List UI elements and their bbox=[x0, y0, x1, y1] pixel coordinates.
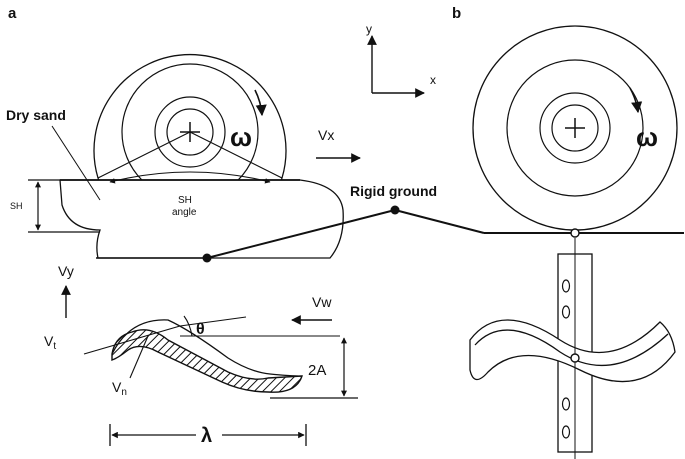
vn-label: Vn bbox=[112, 379, 127, 398]
vy-label: Vy bbox=[58, 263, 74, 279]
leg-b-hole-1 bbox=[561, 279, 571, 293]
wheel-b-hub-outer bbox=[539, 92, 611, 164]
y-axis-label: y bbox=[366, 22, 372, 36]
leg-section bbox=[111, 319, 303, 393]
leg-b-fin bbox=[469, 319, 676, 383]
amplitude-dimension bbox=[270, 337, 358, 399]
wheel-b-rotation-ring bbox=[506, 59, 644, 197]
leg-vectors bbox=[83, 315, 340, 379]
sh-dimension bbox=[28, 179, 60, 231]
link-line-b bbox=[394, 209, 485, 234]
sand-outline bbox=[59, 179, 344, 259]
vt-direction-line bbox=[83, 325, 181, 355]
theta-arc bbox=[183, 315, 193, 337]
wavelength-label: λ bbox=[201, 425, 212, 447]
sh-angle-label-2: angle bbox=[172, 207, 197, 218]
leg-section-upper-curve bbox=[111, 319, 303, 377]
wavelength-dimension bbox=[109, 424, 307, 446]
vx-label: Vx bbox=[318, 127, 334, 143]
wheel-a-hub-inner bbox=[166, 108, 214, 156]
vt-label: Vt bbox=[44, 333, 56, 352]
sh-angle-lines bbox=[97, 131, 283, 184]
wheel-a-hub-outer bbox=[154, 96, 226, 168]
wheel-b-rotation-arrow bbox=[629, 87, 643, 114]
sh-angle-arc bbox=[109, 171, 271, 184]
dry-sand-label: Dry sand bbox=[6, 107, 66, 123]
wheel-b-hub-inner bbox=[551, 104, 599, 152]
rigid-ground-label: Rigid ground bbox=[350, 183, 437, 199]
sh-angle-ray-left bbox=[97, 131, 191, 179]
dry-sand-bed bbox=[28, 179, 344, 259]
sh-angle-label-1: SH bbox=[178, 195, 192, 206]
panel-b-label: b bbox=[452, 5, 461, 22]
wheel-a-outer-rim bbox=[93, 53, 287, 179]
sh-angle-ray-right bbox=[189, 131, 283, 179]
theta-ref-line-short bbox=[179, 316, 247, 327]
coordinate-axes bbox=[367, 35, 425, 98]
sh-label: SH bbox=[10, 201, 23, 211]
leg-b-fin-edge bbox=[474, 329, 669, 367]
vn-line bbox=[129, 335, 149, 379]
leg-b-hole-2 bbox=[561, 305, 571, 319]
link-node-left bbox=[202, 253, 212, 263]
omega-a-label: ω bbox=[230, 122, 252, 152]
wheel-a-rotation-arrow bbox=[254, 89, 267, 117]
leg-b-hole-4 bbox=[561, 425, 571, 439]
x-axis-label: x bbox=[430, 73, 436, 87]
link-lines bbox=[96, 209, 684, 259]
dry-sand-leader bbox=[51, 125, 101, 201]
leg-b-pivot bbox=[570, 353, 580, 363]
theta-label: θ bbox=[196, 321, 205, 338]
omega-b-label: ω bbox=[636, 122, 658, 152]
amplitude-label: 2A bbox=[308, 362, 326, 379]
panel-a-label: a bbox=[8, 5, 17, 22]
link-node-middle bbox=[390, 205, 400, 215]
wheel-b-contact-pin bbox=[570, 228, 580, 238]
leg-b-hole-3 bbox=[561, 397, 571, 411]
leg-b-holes bbox=[561, 279, 571, 439]
vw-label: Vw bbox=[312, 294, 332, 310]
leg-b bbox=[469, 238, 676, 459]
leg-section-body bbox=[111, 329, 303, 393]
link-line-a bbox=[206, 209, 396, 259]
